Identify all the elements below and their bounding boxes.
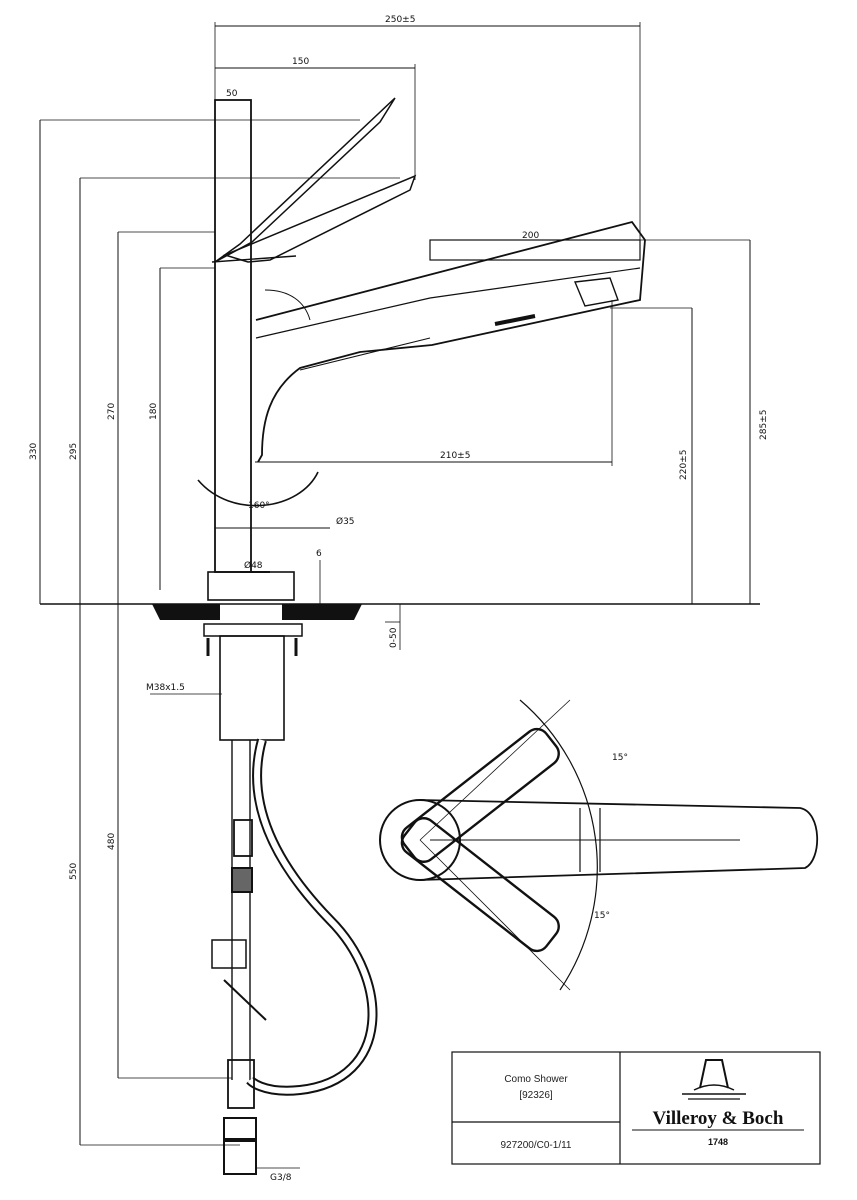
dim-spout-reach: 210±5 (440, 451, 470, 461)
dimension-labels: 250±5 150 50 200 210±5 285±5 220±5 330 2… (29, 15, 769, 1183)
product-name: Como Shower (504, 1074, 568, 1085)
brand-logo-icon (682, 1059, 746, 1100)
dim-height-left-2: 295 (69, 443, 79, 460)
dim-counter-thickness: 0-50 (389, 627, 399, 648)
dim-spout-extension: 200 (522, 231, 539, 241)
brand-name: Villeroy & Boch (653, 1108, 784, 1129)
brand-year: 1748 (708, 1137, 728, 1147)
dim-lever-reach: 150 (292, 57, 309, 67)
top-view (379, 699, 819, 991)
dim-below-height-1: 480 (107, 833, 117, 850)
product-code: [92326] (519, 1090, 553, 1101)
dim-angle-top: 15° (612, 753, 628, 763)
dim-hose-connection: G3/8 (270, 1173, 292, 1183)
article-number: 927200/C0-1/11 (501, 1140, 572, 1151)
dim-body-diameter: 50 (226, 89, 238, 99)
dim-base-width: Ø48 (244, 560, 263, 571)
dim-base-tick: 6 (316, 549, 322, 559)
dim-angle-bottom: 15° (594, 911, 610, 921)
dim-top-overall: 250±5 (385, 15, 415, 25)
side-view (39, 22, 760, 605)
dim-body-mark: Ø35 (336, 516, 355, 527)
dim-height-left-1: 330 (29, 443, 39, 460)
dim-swivel-angle: 160° (248, 501, 270, 511)
dim-below-height-2: 550 (69, 863, 79, 880)
dim-height-right-inner: 220±5 (679, 450, 689, 480)
dim-height-left-4: 180 (149, 403, 159, 420)
counter-plate (152, 604, 362, 620)
title-block (451, 1051, 821, 1165)
under-counter-view (79, 604, 401, 1175)
dim-thread-label: M38x1.5 (146, 683, 185, 693)
dim-height-left-3: 270 (107, 403, 117, 420)
dim-height-right-outer: 285±5 (759, 410, 769, 440)
title-block-text: Como Shower [92326] 927200/C0-1/11 Ville… (501, 1074, 784, 1151)
